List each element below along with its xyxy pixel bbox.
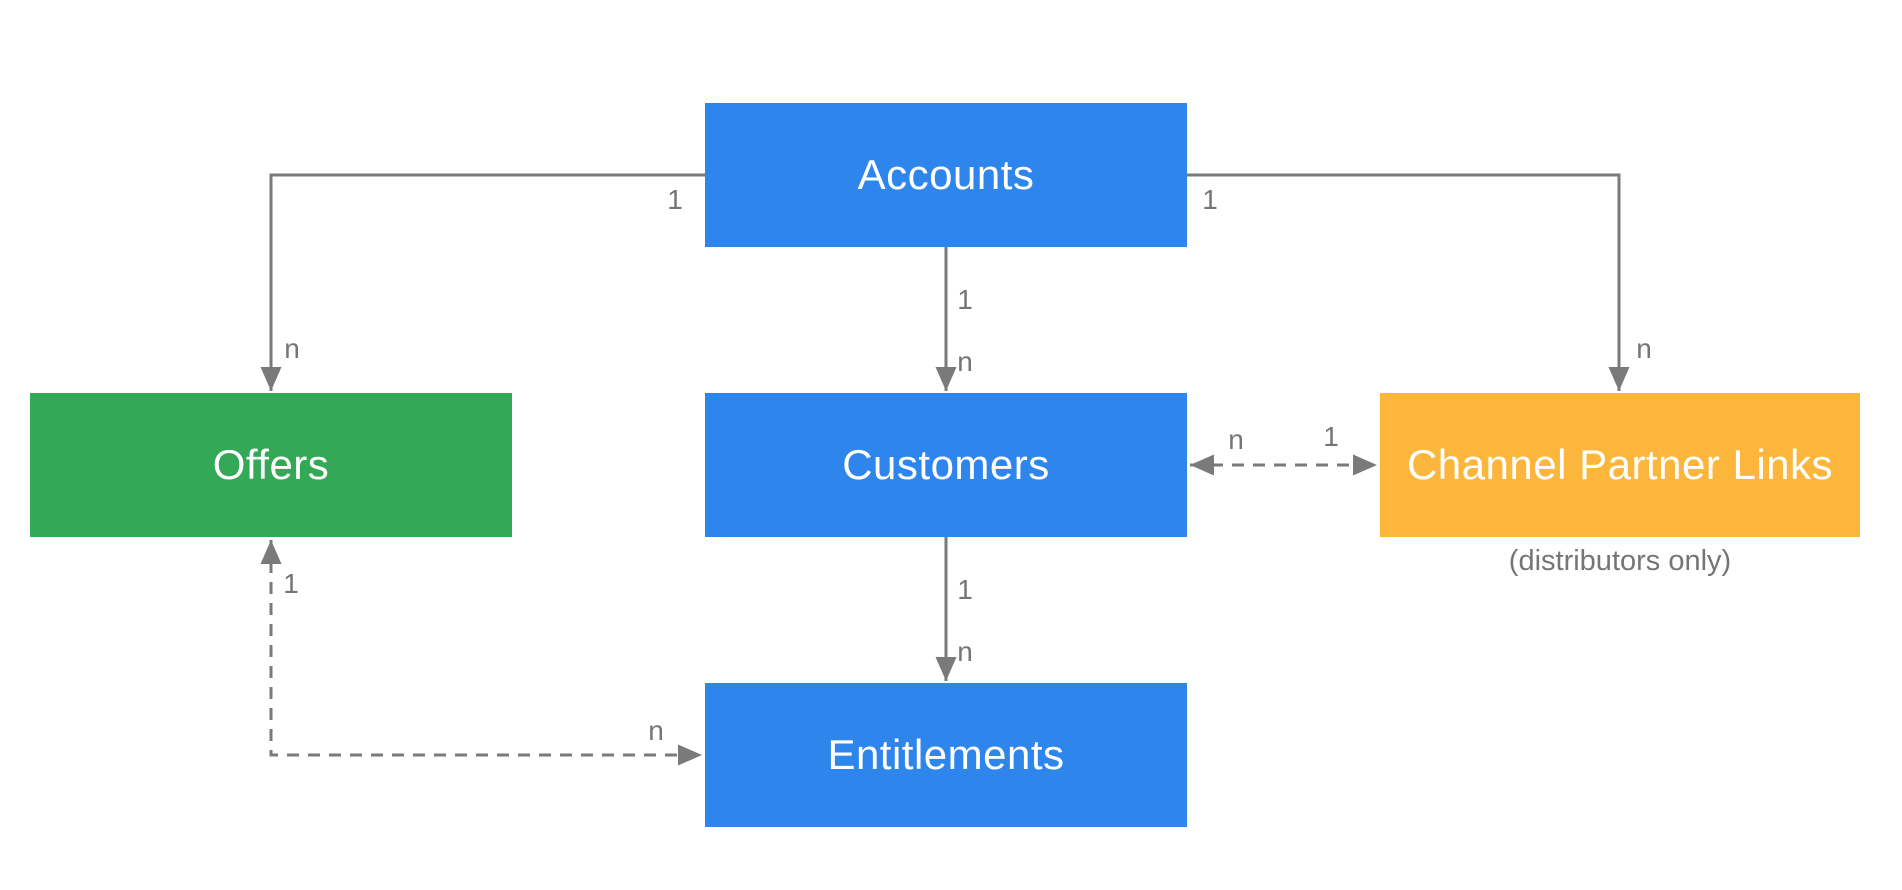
edge-accounts-to-offers (260, 173, 705, 391)
node-channel-partner-links: Channel Partner Links (1380, 393, 1860, 537)
cardinality-customers-entitlements-1: 1 (957, 574, 973, 605)
cardinality-accounts-cpl-1: 1 (1202, 184, 1218, 215)
channel-partner-links-note: (distributors only) (1508, 545, 1732, 577)
cardinality-accounts-cpl-n: n (1636, 333, 1652, 364)
cardinality-customers-cpl-n: n (1228, 424, 1244, 455)
node-entitlements: Entitlements (705, 683, 1187, 827)
edge-accounts-to-channel-partner-links (1187, 173, 1630, 391)
cardinality-accounts-customers-n: n (957, 346, 973, 377)
cardinality-accounts-customers-1: 1 (957, 284, 973, 315)
node-customers-label: Customers (842, 441, 1050, 488)
node-entitlements-label: Entitlements (827, 731, 1065, 778)
cardinality-customers-cpl-1: 1 (1323, 421, 1339, 452)
cardinality-accounts-offers-1: 1 (667, 184, 683, 215)
node-customers: Customers (705, 393, 1187, 537)
cardinality-offers-entitlements-n: n (648, 715, 664, 746)
node-offers-label: Offers (212, 441, 330, 488)
node-accounts: Accounts (705, 103, 1187, 247)
edge-offers-to-entitlements (260, 540, 702, 766)
cardinality-offers-entitlements-1: 1 (283, 568, 299, 599)
node-accounts-label: Accounts (857, 151, 1035, 198)
node-channel-partner-links-label: Channel Partner Links (1406, 441, 1834, 488)
cardinality-customers-entitlements-n: n (957, 636, 973, 667)
node-offers: Offers (30, 393, 512, 537)
cardinality-accounts-offers-n: n (284, 333, 300, 364)
